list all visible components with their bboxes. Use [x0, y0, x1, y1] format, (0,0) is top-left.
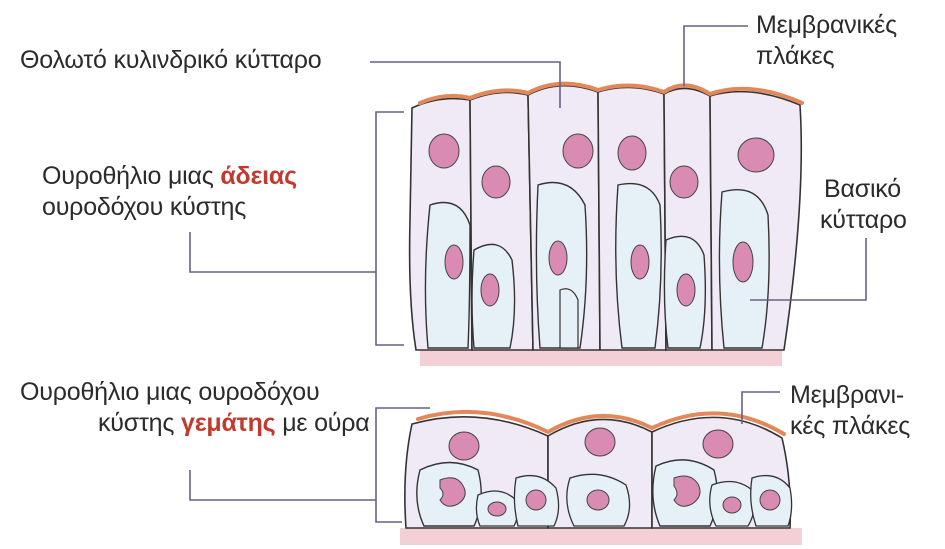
nucleus [733, 242, 753, 282]
nucleus [677, 274, 695, 306]
empty-bladder-epithelium [410, 84, 802, 366]
nucleus [670, 166, 698, 198]
leader-membrane-plaques-top [684, 26, 748, 86]
nucleus [703, 430, 733, 458]
nucleus [482, 166, 510, 198]
nucleus [526, 490, 546, 510]
nucleus [760, 490, 780, 510]
basement-membrane-bottom [400, 528, 802, 545]
nucleus [429, 134, 459, 168]
nucleus [631, 245, 649, 279]
basal-cell [560, 289, 578, 348]
nucleus [549, 241, 567, 275]
bracket-empty-bladder [376, 112, 404, 345]
nucleus [481, 274, 499, 306]
nucleus [618, 136, 646, 170]
nucleus [587, 490, 609, 510]
nucleus [723, 497, 741, 513]
nucleus [488, 502, 506, 516]
nucleus [445, 245, 463, 279]
leader-empty-bladder [190, 232, 376, 272]
nucleus [563, 134, 593, 168]
nucleus [585, 428, 615, 456]
nucleus [738, 138, 774, 172]
nucleus [449, 432, 479, 460]
leader-full-bladder [190, 470, 376, 500]
full-bladder-epithelium [400, 412, 802, 545]
basement-membrane-top [420, 350, 782, 366]
basal-cell [425, 203, 470, 349]
